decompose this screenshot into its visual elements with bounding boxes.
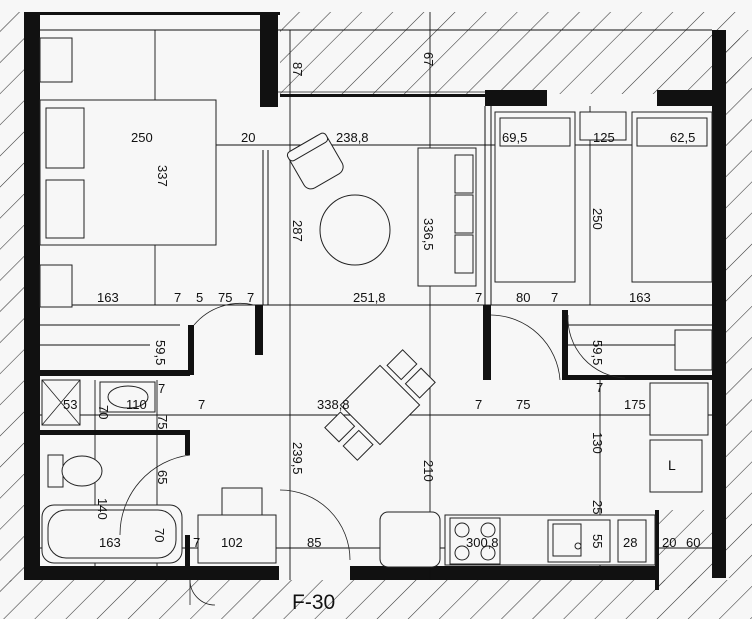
- dim-300-8: 300,8: [466, 535, 499, 550]
- dim-110: 110: [126, 397, 147, 412]
- dim-7-d: 7: [551, 290, 558, 305]
- dim-59-5-b: 59,5: [590, 340, 605, 365]
- dim-70-a: 70: [96, 405, 111, 419]
- dim-28: 28: [623, 535, 637, 550]
- dim-163-a: 163: [97, 290, 119, 305]
- bathroom-fixtures: [41, 379, 183, 564]
- dim-70-b: 70: [152, 528, 167, 542]
- dim-7-c: 7: [475, 290, 482, 305]
- dim-69-5: 69,5: [502, 130, 527, 145]
- dim-87: 87: [290, 62, 305, 76]
- kitchen-counter: [379, 511, 656, 568]
- dim-163-c: 163: [99, 535, 121, 550]
- dim-25: 25: [590, 500, 605, 514]
- dim-7-i: 7: [193, 535, 200, 550]
- dim-59-5-a: 59,5: [153, 340, 168, 365]
- dimension-labels: 250 20 238,8 69,5 125 62,5 337 87 67 287…: [63, 52, 700, 550]
- dim-80: 80: [516, 290, 530, 305]
- double-bed: [39, 37, 217, 308]
- dim-20: 20: [241, 130, 255, 145]
- dim-5: 5: [196, 290, 203, 305]
- dim-7-f: 7: [198, 397, 205, 412]
- dim-7-b: 7: [247, 290, 254, 305]
- dim-75-b: 75: [516, 397, 530, 412]
- dim-125: 125: [593, 130, 615, 145]
- dim-85: 85: [307, 535, 321, 550]
- armchair: [286, 132, 344, 190]
- hall-cabinet: [197, 487, 277, 564]
- dim-251-8: 251,8: [353, 290, 386, 305]
- dim-210: 210: [421, 460, 436, 482]
- exterior-hatching: [0, 12, 752, 619]
- fridge-label: L: [668, 457, 676, 473]
- structure-lines: [40, 29, 712, 346]
- walls: [24, 12, 726, 590]
- dim-239-5: 239,5: [290, 442, 305, 475]
- single-beds: [494, 111, 713, 283]
- dim-338-8: 338,8: [317, 397, 350, 412]
- dim-67: 67: [421, 52, 436, 66]
- dim-75-a: 75: [218, 290, 232, 305]
- dim-163-b: 163: [629, 290, 651, 305]
- dim-7-h: 7: [596, 380, 603, 395]
- plan-title: F-30: [292, 591, 335, 614]
- doors: [119, 303, 626, 606]
- dim-337: 337: [155, 165, 170, 187]
- dim-60: 60: [686, 535, 700, 550]
- dim-336-5: 336,5: [421, 218, 436, 251]
- dim-130: 130: [590, 432, 605, 454]
- coffee-table: [319, 194, 391, 266]
- dim-75-c: 75: [155, 415, 170, 429]
- dim-250: 250: [131, 130, 153, 145]
- dining-table: [324, 349, 436, 461]
- dim-7-e: 7: [158, 381, 165, 396]
- dim-102: 102: [221, 535, 243, 550]
- dim-140: 140: [95, 498, 110, 520]
- dim-20-b: 20: [662, 535, 676, 550]
- dim-62-5: 62,5: [670, 130, 695, 145]
- dim-175: 175: [624, 397, 646, 412]
- dim-55: 55: [590, 534, 605, 548]
- dim-287: 287: [290, 220, 305, 242]
- dim-250-vertical: 250: [590, 208, 605, 230]
- dim-7-a: 7: [174, 290, 181, 305]
- dim-65: 65: [155, 470, 170, 484]
- wardrobe-right: [649, 329, 713, 493]
- sofa: [417, 147, 477, 287]
- dim-53: 53: [63, 397, 77, 412]
- dim-238-8: 238,8: [336, 130, 369, 145]
- dim-7-g: 7: [475, 397, 482, 412]
